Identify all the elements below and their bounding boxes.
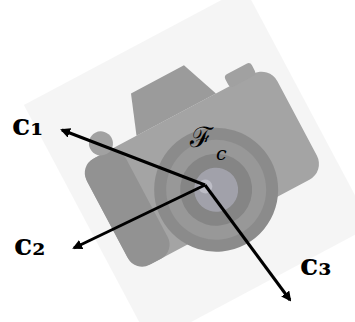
frame-subscript: c — [216, 144, 227, 163]
axis-arrow — [74, 185, 205, 248]
axis-label: c₂ — [14, 230, 45, 260]
camera-photo — [24, 0, 355, 322]
frame-symbol: ℱ — [190, 124, 213, 152]
axis-label: c₃ — [300, 250, 331, 280]
axis-label: c₁ — [12, 110, 43, 140]
axis-arrow — [62, 130, 205, 185]
axis-arrow — [205, 185, 290, 300]
